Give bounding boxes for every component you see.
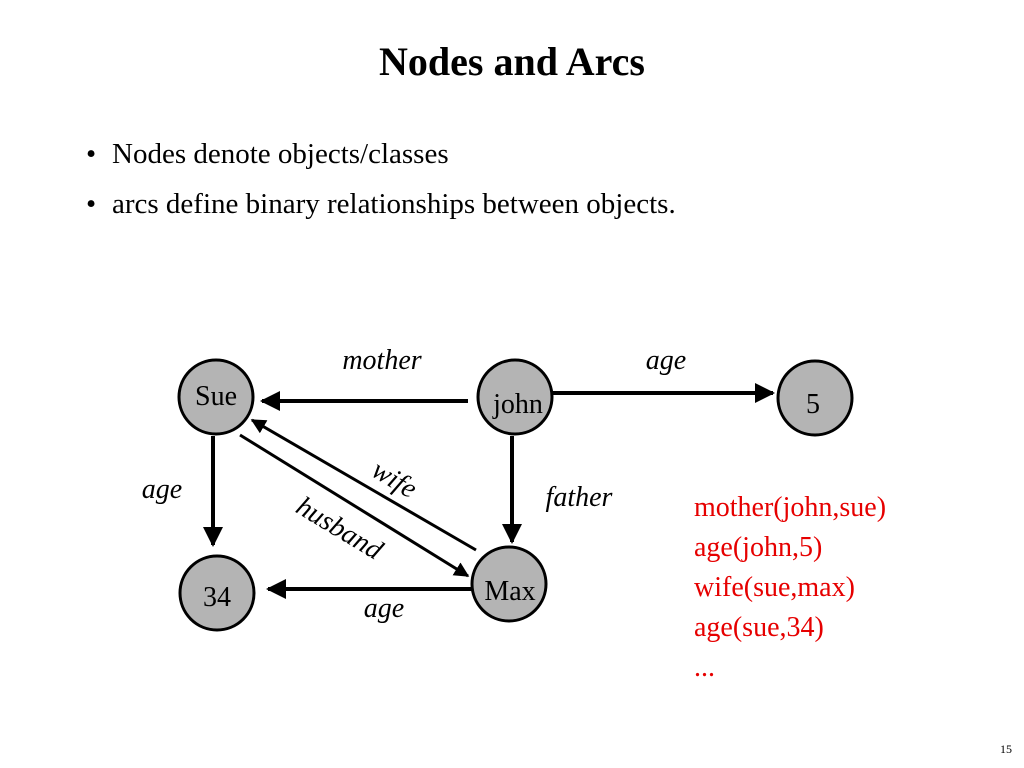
- edge-label-age-john: age: [646, 345, 686, 376]
- edge-label-age-max: age: [364, 593, 404, 624]
- slide-title: Nodes and Arcs: [379, 39, 645, 84]
- edge-label-wife: wife: [366, 454, 422, 505]
- node-sue: Sue: [177, 358, 255, 436]
- node-john: john: [476, 358, 554, 436]
- bullet-dot-icon: •: [86, 138, 97, 170]
- fact-list: mother(john,sue) age(john,5) wife(sue,ma…: [694, 488, 886, 688]
- fact-line: ...: [694, 652, 715, 683]
- edge-label-mother: mother: [342, 345, 421, 376]
- bullet-text: Nodes denote objects/classes: [112, 138, 449, 170]
- node-label: 5: [806, 389, 820, 420]
- edge-husband: [239, 433, 470, 578]
- node-label: 34: [203, 582, 231, 613]
- node-34: 34: [178, 554, 256, 632]
- edge-label-age-sue: age: [142, 474, 182, 505]
- node-label: Sue: [195, 381, 237, 412]
- bullet-dot-icon: •: [86, 188, 97, 220]
- edge-label-father: father: [546, 482, 613, 513]
- bullet-item: • arcs define binary relationships betwe…: [86, 186, 676, 236]
- page-number: 15: [1000, 742, 1012, 756]
- edge-label-husband: husband: [291, 491, 389, 567]
- fact-line: mother(john,sue): [694, 492, 887, 523]
- bullet-list: • Nodes denote objects/classes • arcs de…: [86, 136, 676, 236]
- node-label: Max: [484, 576, 535, 607]
- fact-line: age(john,5): [694, 532, 823, 563]
- node-label: john: [492, 389, 543, 420]
- bullet-item: • Nodes denote objects/classes: [86, 136, 676, 186]
- fact-line: age(sue,34): [694, 612, 824, 643]
- node-max: Max: [470, 545, 548, 623]
- edge-wife: [250, 418, 477, 552]
- bullet-text: arcs define binary relationships between…: [112, 188, 676, 220]
- fact-line: wife(sue,max): [694, 572, 855, 603]
- node-5: 5: [776, 359, 854, 437]
